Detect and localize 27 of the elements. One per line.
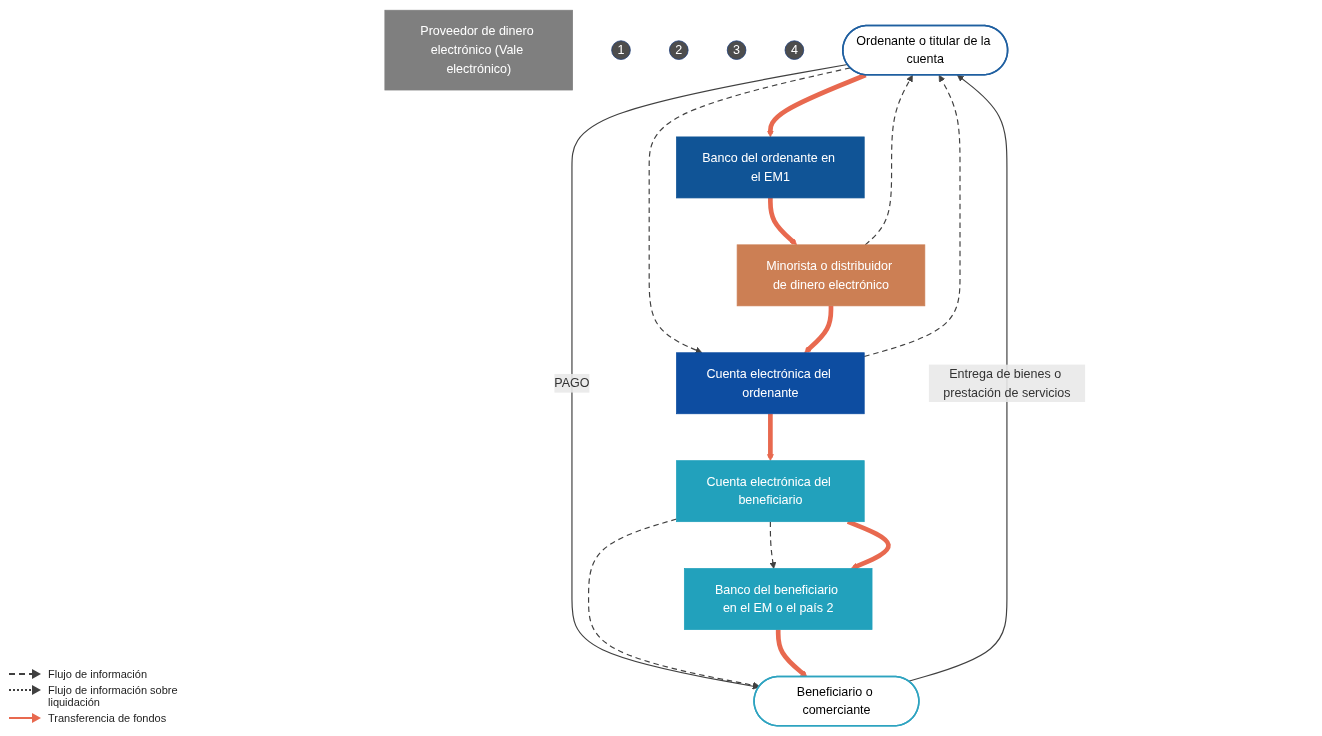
- node-circle: 4: [784, 40, 805, 60]
- legend-text: Transferencia de fondos: [48, 712, 167, 724]
- arrow: [571, 63, 849, 690]
- arrow: [768, 197, 798, 246]
- node-circle: 3: [726, 40, 747, 60]
- edge-label: Entrega de bienes o prestación de servicios: [943, 366, 1071, 399]
- arrow: [863, 74, 961, 358]
- node-box: Banco del ordenante en el EM1: [676, 136, 865, 199]
- node-box: Proveedor de dinero electrónico (Vale electrónico): [384, 9, 573, 91]
- arrow: [766, 413, 774, 461]
- arrow: [769, 521, 777, 569]
- arrow: [648, 67, 851, 354]
- arrow: [775, 629, 808, 678]
- legend-text: Flujo de información: [48, 668, 148, 680]
- node-box: Cuenta electrónica del ordenante: [676, 352, 865, 415]
- node-circle: 1: [611, 40, 631, 60]
- arrow: [864, 74, 913, 246]
- arrow: [766, 72, 867, 138]
- node-box: Banco del beneficiario en el EM o el país 2: [684, 568, 873, 630]
- arrow: [908, 74, 1008, 682]
- node-box: Minorista o distribuidor de dinero electrónico: [736, 244, 926, 307]
- node-box: Cuenta electrónica del beneficiario: [676, 460, 865, 523]
- arrow: [588, 518, 760, 689]
- node-circle: 2: [669, 40, 689, 60]
- edge-label: PAGO: [554, 376, 590, 390]
- arrow: [804, 305, 834, 354]
- legend-text: Flujo de información sobre liquidación: [48, 684, 179, 708]
